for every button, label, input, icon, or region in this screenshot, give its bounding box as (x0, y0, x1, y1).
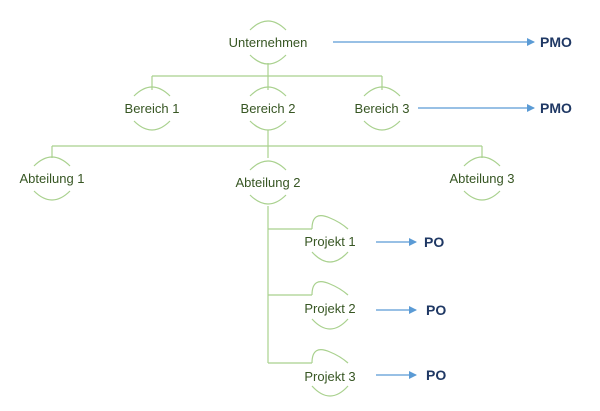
arc-bottom-abteilung-3 (463, 190, 501, 201)
arc-bottom-abteilung-1 (33, 190, 71, 201)
node-bereich-2: Bereich 2 (241, 101, 296, 116)
node-unternehmen: Unternehmen (229, 35, 308, 50)
arc-top-abteilung-3 (463, 156, 501, 167)
connectors (51, 63, 483, 364)
arc-top-projekt-3 (311, 349, 349, 364)
node-abteilung-3: Abteilung 3 (449, 171, 514, 186)
role-po-projekt-3: PO (426, 367, 446, 383)
arc-top-projekt-1 (311, 215, 349, 230)
node-projekt-2: Projekt 2 (304, 301, 355, 316)
node-arcs (33, 20, 501, 397)
role-pmo-bereich: PMO (540, 100, 572, 116)
role-labels: PMO PMO PO PO PO (424, 34, 572, 383)
role-arrows (333, 38, 535, 379)
node-labels: Unternehmen Bereich 1 Bereich 2 Bereich … (19, 35, 514, 384)
arc-bottom-bereich-1 (133, 120, 171, 131)
arc-bottom-bereich-3 (363, 120, 401, 131)
node-abteilung-1: Abteilung 1 (19, 171, 84, 186)
arc-top-unternehmen (249, 20, 287, 31)
arc-top-bereich-2 (249, 86, 287, 97)
node-bereich-1: Bereich 1 (125, 101, 180, 116)
arc-bottom-projekt-3 (311, 385, 349, 397)
node-abteilung-2: Abteilung 2 (235, 175, 300, 190)
arc-bottom-projekt-2 (311, 318, 349, 330)
role-po-projekt-1: PO (424, 234, 444, 250)
node-projekt-1: Projekt 1 (304, 234, 355, 249)
node-bereich-3: Bereich 3 (355, 101, 410, 116)
arc-bottom-bereich-2 (249, 120, 287, 131)
arc-top-bereich-1 (133, 86, 171, 97)
arc-bottom-abteilung-2 (249, 194, 287, 205)
arc-bottom-projekt-1 (311, 251, 349, 263)
role-po-projekt-2: PO (426, 302, 446, 318)
arc-top-abteilung-1 (33, 156, 71, 167)
arc-bottom-unternehmen (249, 54, 287, 65)
arc-top-abteilung-2 (249, 160, 287, 171)
arc-top-projekt-2 (311, 281, 349, 296)
node-projekt-3: Projekt 3 (304, 369, 355, 384)
arc-top-bereich-3 (363, 86, 401, 97)
role-pmo-unternehmen: PMO (540, 34, 572, 50)
